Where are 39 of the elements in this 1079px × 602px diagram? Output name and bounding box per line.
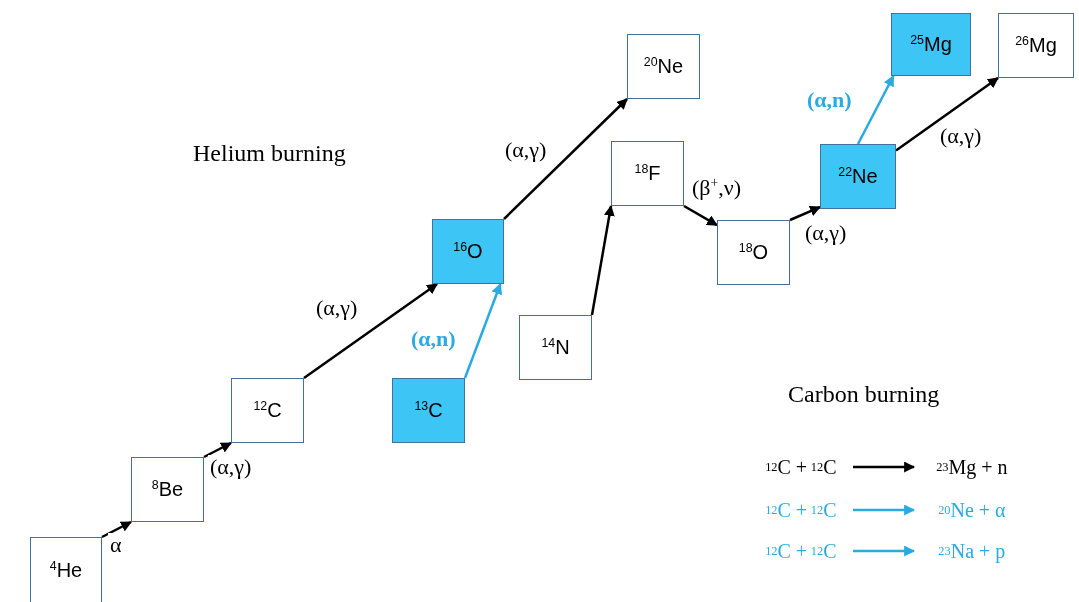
nuclide-box [131,457,204,522]
nuclide-label: $^{20}$Ne [643,55,684,78]
arrow [853,461,916,473]
arrow [853,504,916,516]
nuclide-box [891,13,971,76]
nuclide-label: $^{16}$O [453,240,483,263]
arrow [683,204,718,227]
nuclide-label: $^{25}$Mg [910,33,952,56]
arrow [463,282,503,379]
arrow [895,77,999,152]
nuclide-box [30,537,102,602]
nuclide-box [611,141,684,206]
arrow [856,75,895,145]
nuclide-label: $^{12}$C [253,399,282,422]
arrow [789,205,821,222]
arrow [203,441,232,459]
arrow [503,98,628,220]
nuclide-box [392,378,465,443]
nuclide-label: $^{13}$C [414,399,443,422]
arrow [303,282,438,380]
nuclide-label: $^{26}$Mg [1015,34,1057,57]
reaction-label: (α,γ) [208,455,254,480]
nuclide-label: $^{14}$N [541,336,570,359]
arrow [853,545,916,557]
nuclide-box [519,315,592,380]
nuclide-label: $^{18}$O [738,241,769,264]
arrow [590,204,615,316]
nuclide-label: $^{18}$F [634,162,661,185]
nuclide-label: $^{4}$He [49,558,83,582]
nuclide-box [432,219,504,284]
reaction-label: (β$^{+}$,ν) [690,176,743,201]
nuclide-box [820,144,896,209]
nuclide-box [231,378,304,443]
nuclide-box [717,220,790,285]
arrow [101,520,132,539]
nuclide-box [627,34,700,99]
nuclide-box [998,13,1074,78]
nuclide-label: $^{22}$Ne [838,165,878,188]
nuclide-label: $^{8}$Be [151,478,184,501]
